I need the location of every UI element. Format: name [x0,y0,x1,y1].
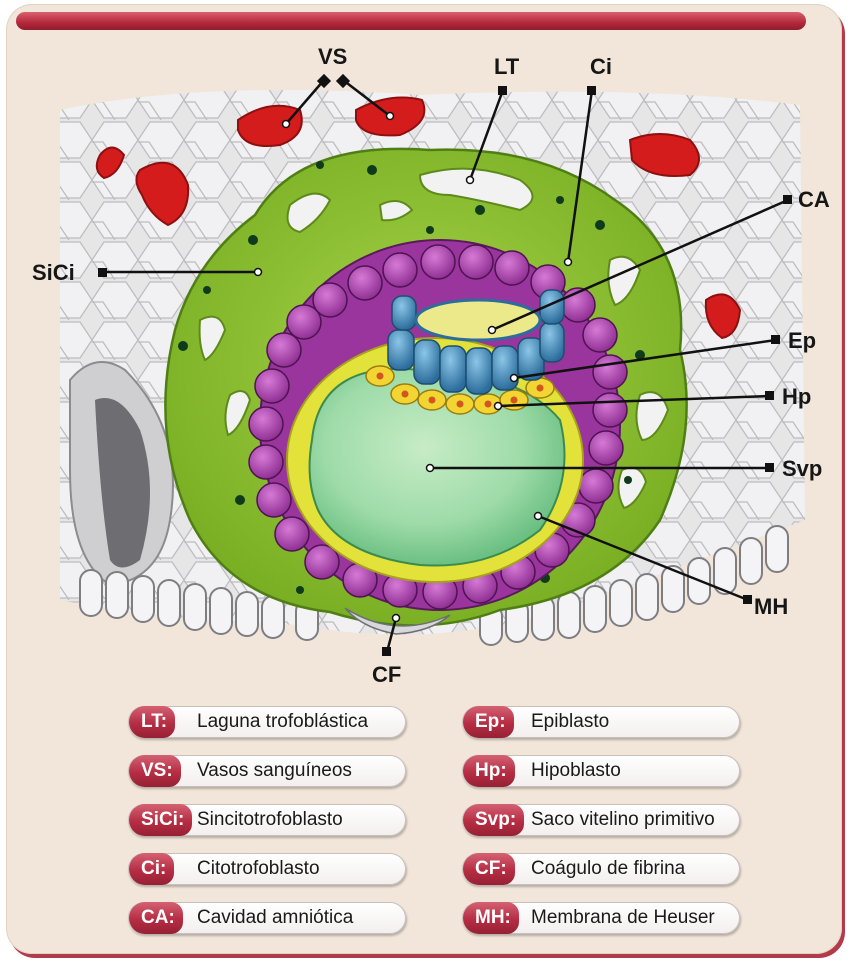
legend-abbr: Svp: [463,804,524,836]
legend-abbr: MH: [463,902,519,934]
label-vs: VS [318,44,347,69]
label-svp: Svp [782,456,822,481]
legend-item-vs: VS: Vasos sanguíneos [128,755,406,787]
legend-text: Coágulo de fibrina [531,854,685,884]
legend-text: Sincitotrofoblasto [197,805,343,835]
label-cf: CF [372,662,401,687]
legend-abbr: LT: [129,706,175,738]
legend-item-ep: Ep: Epiblasto [462,706,740,738]
legend-item-hp: Hp: Hipoblasto [462,755,740,787]
legend-abbr: VS: [129,755,181,787]
label-mh: MH [754,594,788,619]
legend-text: Epiblasto [531,707,609,737]
legend-abbr: CA: [129,902,183,934]
legend-item-ci: Ci: Citotrofoblasto [128,853,406,885]
amniotic-cavity [416,300,540,340]
legend-text: Laguna trofoblástica [197,707,368,737]
legend-item-svp: Svp: Saco vitelino primitivo [462,804,740,836]
legend-abbr: SiCi: [129,804,192,836]
legend-item-cf: CF: Coágulo de fibrina [462,853,740,885]
legend-item-ca: CA: Cavidad amniótica [128,902,406,934]
label-ci: Ci [590,54,612,79]
legend-text: Hipoblasto [531,756,621,786]
legend-text: Citotrofoblasto [197,854,320,884]
label-hp: Hp [782,384,811,409]
legend-abbr: Ci: [129,853,174,885]
legend-text: Vasos sanguíneos [197,756,352,786]
label-sici: SiCi [32,260,75,285]
legend-text: Cavidad amniótica [197,903,353,933]
label-ep: Ep [788,328,816,353]
label-lt: LT [494,54,520,79]
legend-text: Saco vitelino primitivo [531,805,715,835]
label-ca: CA [798,187,830,212]
legend-text: Membrana de Heuser [531,903,715,933]
legend-item-mh: MH: Membrana de Heuser [462,902,740,934]
legend-item-sici: SiCi: Sincitotrofoblasto [128,804,406,836]
legend-abbr: Hp: [463,755,515,787]
legend-abbr: Ep: [463,706,514,738]
legend-abbr: CF: [463,853,515,885]
legend-item-lt: LT: Laguna trofoblástica [128,706,406,738]
